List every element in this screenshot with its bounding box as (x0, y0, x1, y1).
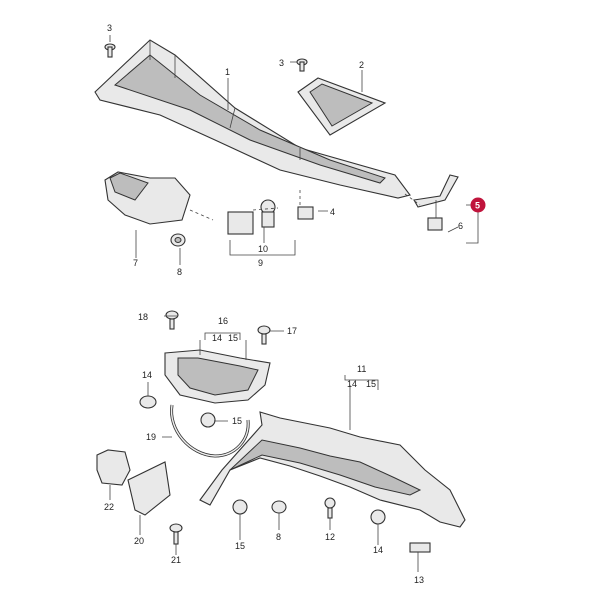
svg-text:5: 5 (475, 201, 480, 211)
grommet-part-14-right (370, 509, 386, 525)
callout-22: 22 (104, 502, 114, 512)
callout-15-d: 15 (235, 541, 245, 551)
callout-16: 16 (218, 316, 228, 326)
callout-14-d: 14 (373, 545, 383, 555)
heat-shield-part-16 (164, 349, 271, 404)
callout-19: 19 (146, 432, 156, 442)
callout-7: 7 (133, 258, 138, 268)
callout-3-left: 3 (107, 23, 112, 33)
clip-part-6 (427, 200, 443, 231)
callout-17: 17 (287, 326, 297, 336)
screw-part-13 (409, 542, 431, 553)
bracket-part-20 (127, 461, 171, 516)
bracket-part-7 (104, 171, 191, 225)
cap-part-22 (96, 449, 131, 486)
callout-8-top: 8 (177, 267, 182, 277)
screw-part-3-left (104, 43, 116, 58)
grommet-part-8-lower (271, 500, 287, 514)
callout-12: 12 (325, 532, 335, 542)
screw-part-21 (169, 523, 183, 545)
grommet-part-8-top (170, 233, 186, 247)
callout-10: 10 (258, 244, 268, 254)
callout-2: 2 (359, 60, 364, 70)
actuator-part-9 (227, 199, 276, 235)
callout-8-lower: 8 (276, 532, 281, 542)
callout-labels: 3 1 3 2 4 6 7 8 10 9 18 16 14 15 17 11 1… (104, 23, 463, 585)
callout-14-a: 14 (212, 333, 222, 343)
callout-18: 18 (138, 312, 148, 322)
callout-4: 4 (330, 207, 335, 217)
screw-part-3-right (296, 58, 308, 72)
under-panel-part-11 (199, 411, 466, 528)
callout-6: 6 (458, 221, 463, 231)
seal-part-5 (413, 174, 459, 208)
callout-21: 21 (171, 555, 181, 565)
callout-15-b: 15 (366, 379, 376, 389)
screw-part-18 (165, 310, 179, 330)
screw-part-17 (257, 325, 271, 345)
callout-20: 20 (134, 536, 144, 546)
callout-3-right: 3 (279, 58, 284, 68)
callout-15-a: 15 (228, 333, 238, 343)
highlighted-callout-5[interactable]: 5 (470, 197, 486, 213)
callout-1: 1 (225, 67, 230, 77)
callout-15-c: 15 (232, 416, 242, 426)
grommet-part-14-left (139, 395, 157, 409)
callout-14-c: 14 (142, 370, 152, 380)
cowl-panel-part-1 (94, 39, 411, 199)
clip-part-15-lower (232, 499, 248, 515)
callout-11: 11 (357, 364, 366, 374)
clip-part-4 (297, 206, 314, 220)
callout-9: 9 (258, 258, 263, 268)
callout-14-b: 14 (347, 379, 357, 389)
grille-part-2 (297, 77, 387, 136)
callout-13: 13 (414, 575, 424, 585)
screw-part-12 (324, 497, 336, 519)
clip-part-15-upper (200, 412, 216, 428)
